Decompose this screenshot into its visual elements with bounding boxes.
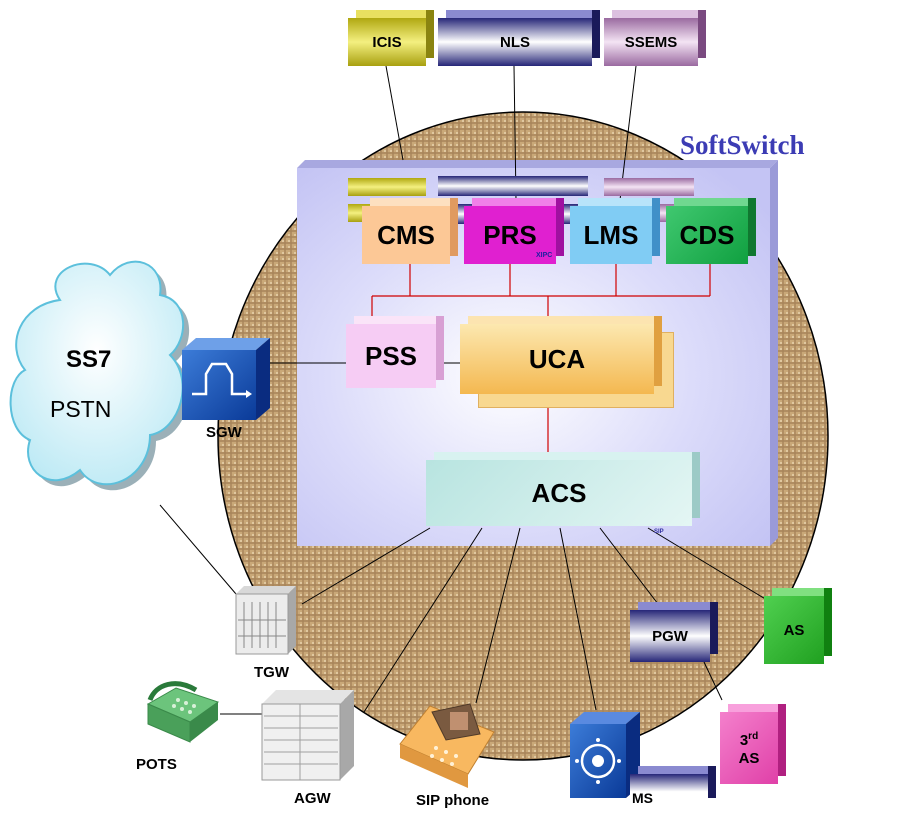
prs-box: PRS	[464, 198, 564, 264]
acs-box: ACS	[426, 452, 700, 526]
ss7-label: SS7	[66, 346, 112, 373]
acs-label: ACS	[426, 460, 692, 526]
pss-label: PSS	[346, 324, 436, 388]
pstn-cloud	[9, 260, 190, 491]
softswitch-title: SoftSwitch	[680, 130, 805, 160]
sip-phone-label: SIP phone	[416, 792, 490, 809]
ms-label: MS	[630, 774, 708, 806]
pots-phone-icon	[146, 681, 220, 743]
lms-box: LMS	[570, 198, 660, 264]
agw-icon	[261, 690, 354, 781]
nls-label: NLS	[438, 18, 592, 66]
cds-label: CDS	[666, 206, 748, 264]
third-as-text: AS	[738, 750, 760, 767]
cms-box: CMS	[362, 198, 458, 264]
tgw-label: TGW	[254, 664, 289, 681]
third-party-as-box: 3rd AS	[720, 704, 786, 784]
ms-icon	[570, 712, 640, 798]
third-as-suffix: rd	[748, 731, 759, 742]
third-party-as-label: 3rd AS	[720, 712, 778, 784]
third-as-number: 3	[739, 732, 749, 749]
pstn-label: PSTN	[50, 396, 112, 422]
pgw-box: PGW	[630, 602, 718, 662]
ssems-box: SSEMS	[604, 10, 706, 66]
icis-box: ICIS	[348, 10, 434, 66]
prs-label: PRS	[464, 206, 556, 264]
nls-box: NLS	[438, 10, 600, 66]
as-box: AS	[764, 588, 832, 664]
cds-box: CDS	[666, 198, 756, 264]
lms-label: LMS	[570, 206, 652, 264]
cms-label: CMS	[362, 206, 450, 264]
pots-label: POTS	[136, 756, 177, 773]
uca-box: UCA	[460, 316, 662, 394]
pss-box: PSS	[346, 316, 444, 388]
ssems-label: SSEMS	[604, 18, 698, 66]
xipc-label: XIPC	[536, 252, 553, 259]
sip-label: SIP	[654, 529, 664, 535]
ms-box: MS	[630, 766, 716, 806]
agw-label: AGW	[294, 790, 331, 807]
sgw-icon	[182, 338, 270, 420]
sgw-label: SGW	[206, 424, 242, 441]
sip-phone-icon	[399, 703, 495, 788]
as-label: AS	[764, 596, 824, 664]
pgw-label: PGW	[630, 610, 710, 662]
tgw-icon	[235, 586, 296, 655]
external-connector-lines	[159, 362, 773, 715]
icis-label: ICIS	[348, 18, 426, 66]
uca-label: UCA	[460, 324, 654, 394]
internal-bus-lines	[371, 262, 711, 454]
